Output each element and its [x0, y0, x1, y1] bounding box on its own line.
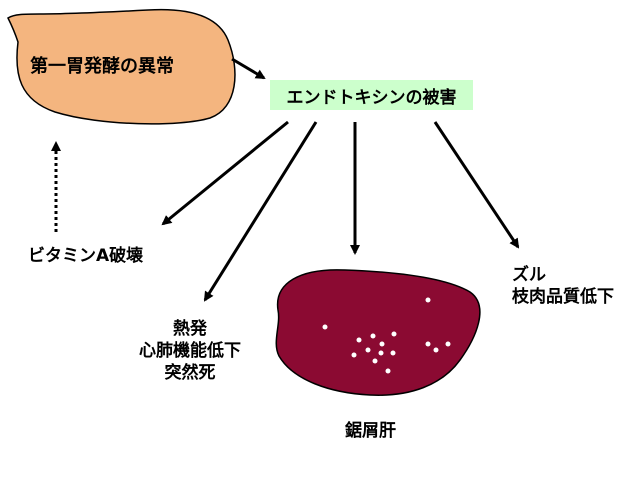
arrow-endotoxin-to-vitamin-a — [161, 120, 289, 226]
liver-spot — [370, 333, 376, 339]
liver-spots — [322, 297, 451, 374]
heart-effect-line: 心肺機能低下 — [139, 341, 241, 361]
liver-spot — [351, 352, 357, 358]
liver-shape — [275, 269, 481, 396]
arrow-endotoxin-to-heart — [203, 121, 318, 302]
liver-spot — [379, 341, 385, 347]
vitamin-a-label: ビタミンA破壊 — [28, 246, 144, 266]
heart-effect-line: 熱発 — [173, 319, 207, 339]
liver-spot — [378, 350, 384, 356]
stomach-label: 第一胃発酵の異常 — [30, 56, 174, 77]
liver-spot — [372, 358, 378, 364]
endotoxin-label: エンドトキシンの被害 — [286, 87, 457, 108]
stomach-shape — [7, 8, 236, 125]
meat-effects-label: ズル 枝肉品質低下 — [512, 264, 614, 308]
heart-effects-label: 熱発 心肺機能低下 突然死 — [110, 318, 270, 384]
liver-spot — [391, 331, 397, 337]
arrow-stomach-to-endotoxin — [231, 57, 266, 80]
liver-spot — [322, 324, 328, 330]
liver-spot — [385, 368, 391, 374]
liver-spot — [445, 341, 451, 347]
liver-spot — [365, 347, 371, 353]
liver-spot — [390, 350, 396, 356]
liver-label: 鋸屑肝 — [345, 421, 396, 441]
endotoxin-box: エンドトキシンの被害 — [270, 80, 473, 110]
meat-effect-line: ズル — [512, 265, 546, 285]
liver-spot — [433, 347, 439, 353]
arrow-endotoxin-to-meat — [433, 121, 520, 249]
liver-spot — [425, 297, 431, 303]
heart-effect-line: 突然死 — [164, 363, 216, 383]
liver-spot — [425, 341, 431, 347]
liver-spot — [356, 337, 362, 343]
meat-effect-line: 枝肉品質低下 — [512, 287, 614, 307]
